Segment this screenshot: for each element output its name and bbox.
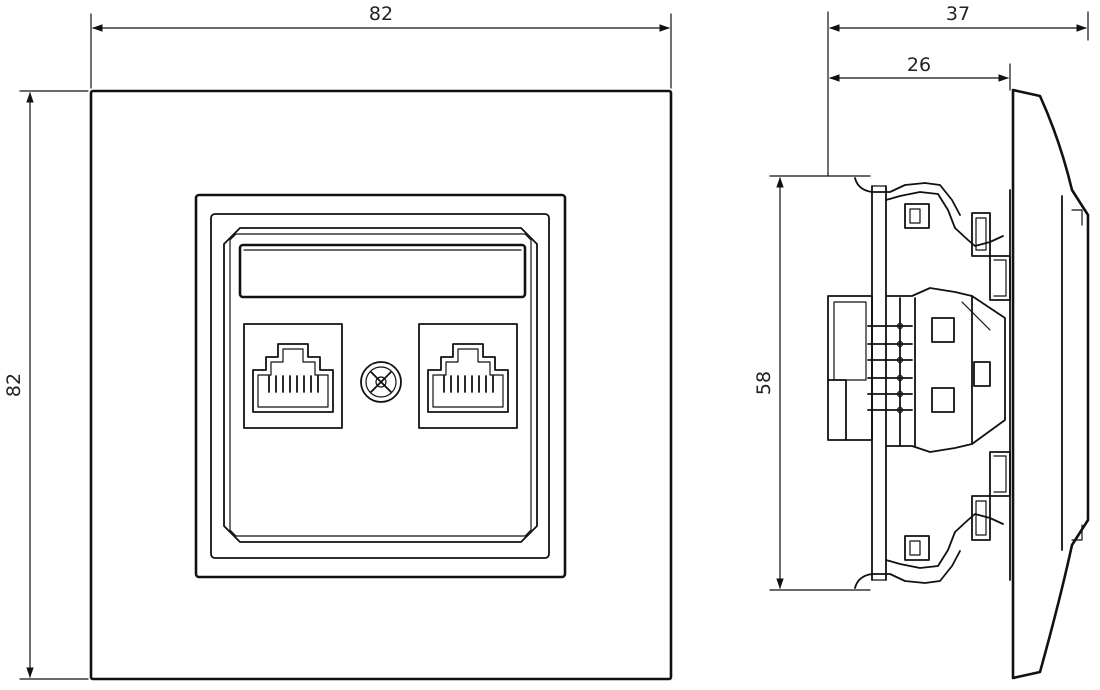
cover-profile bbox=[1011, 88, 1090, 680]
insert-plate bbox=[194, 193, 567, 579]
dimension-side-depth-inner: 26 bbox=[828, 54, 1011, 91]
cover-bevel bbox=[223, 227, 538, 543]
outer-frame bbox=[89, 89, 673, 681]
label-window bbox=[238, 243, 527, 299]
insert-inner-border bbox=[210, 213, 550, 559]
dimension-side-depth-total: 37 bbox=[827, 3, 1089, 177]
rj45-port-icon bbox=[243, 323, 343, 429]
rj45-port-icon bbox=[418, 323, 518, 429]
side-height-label: 58 bbox=[753, 371, 775, 395]
front-width-label: 82 bbox=[369, 3, 393, 25]
rj45-module-side bbox=[827, 295, 873, 441]
side-depth-total-label: 37 bbox=[946, 3, 970, 25]
screw-icon bbox=[360, 361, 402, 403]
dimension-front-width: 82 bbox=[90, 3, 672, 89]
side-view bbox=[827, 88, 1090, 680]
dimension-side-height: 58 bbox=[753, 175, 871, 591]
front-height-label: 82 bbox=[3, 373, 25, 397]
side-depth-inner-label: 26 bbox=[907, 54, 931, 76]
dimension-front-height: 82 bbox=[3, 90, 89, 680]
front-view bbox=[89, 89, 673, 681]
